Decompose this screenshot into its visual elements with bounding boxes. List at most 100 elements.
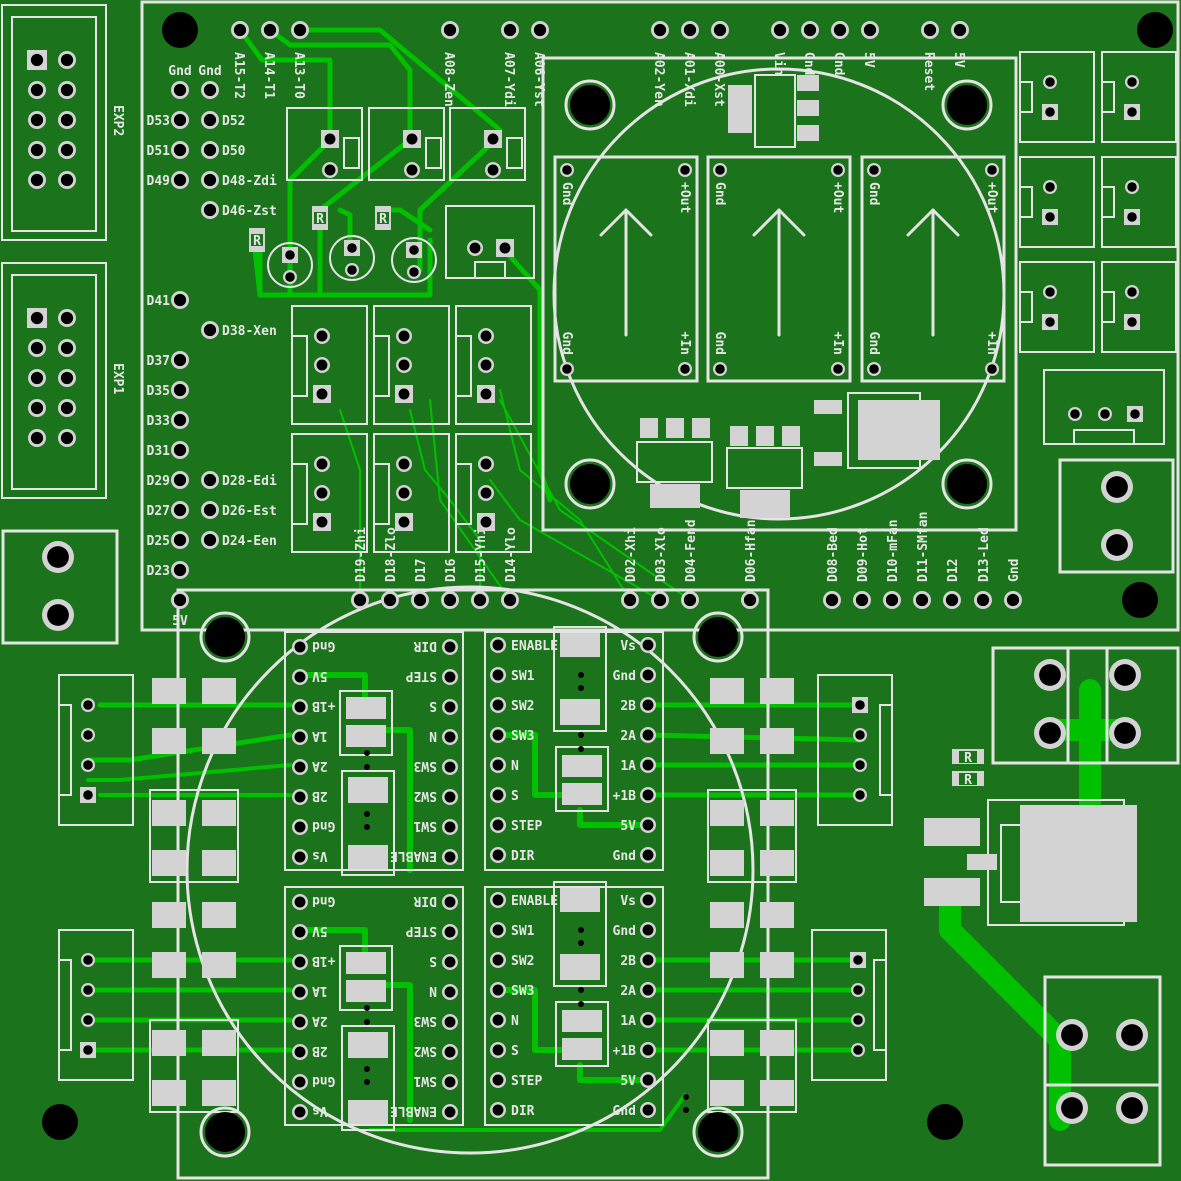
left-pin-label: D35 [147,384,170,399]
driver-right-label: Gnd [312,1073,335,1088]
drill-hole [863,23,877,37]
drill-hole [409,267,419,277]
drill-hole [443,593,457,607]
left-pin-label: D53 [147,114,170,129]
driver-left-label: STEP [511,1074,542,1089]
smd-pad [710,902,744,928]
drill-hole [347,265,357,275]
drill-hole [480,487,492,499]
capacitor-pad [348,777,388,803]
trace [85,732,293,763]
resistor-label: R [316,212,324,227]
smd-pad [202,678,236,704]
drill-hole [263,23,277,37]
smd-pad [650,484,700,508]
connector-key [425,137,442,169]
drill-hole [825,593,839,607]
dcdc-module-outline [553,155,699,383]
driver-outline [284,631,464,871]
drill-hole [1045,212,1055,222]
drill-hole [1127,317,1137,327]
drill-hole [444,896,456,908]
driver-left-label: DIR [413,893,437,908]
capacitor-outline [391,237,437,283]
drill-hole [683,23,697,37]
drill-hole [294,791,306,803]
gnd-label: Gnd [866,332,881,355]
drill-hole [1061,1024,1083,1046]
connector-key [1019,291,1033,323]
drill-hole [285,250,295,260]
drill-hole [173,413,187,427]
via [683,1107,689,1113]
top-pin-label: A06-Yst [531,52,546,107]
drill-hole [492,639,504,651]
drill-hole [294,1106,306,1118]
drill-hole [83,985,93,995]
drill-hole [642,849,654,861]
bottom-pin-label: D08-Bed [826,527,841,582]
drill-hole [398,330,410,342]
drill-hole [294,851,306,863]
drill-hole [398,516,410,528]
drill-hole [444,956,456,968]
left-pin-label: D37 [147,354,170,369]
drill-hole [683,593,697,607]
connector-key [1019,81,1033,113]
drill-hole [642,1074,654,1086]
capacitor-outline [329,235,375,281]
smd-pad [202,850,236,876]
drill-hole [487,133,499,145]
drill-hole [533,23,547,37]
drill-hole [83,700,93,710]
capacitor-outline [553,626,607,732]
arrow-icon [906,208,960,237]
bottom-pin-label: D14-Ylo [504,527,519,582]
mounting-hole [1137,12,1173,48]
left-pin-label: D28-Edi [222,474,277,489]
mosfet-pad [967,854,997,870]
smd-pad [760,800,794,826]
smd-pad [692,418,710,438]
drill-hole [294,1076,306,1088]
driver-left-label: SW2 [511,699,534,714]
gnd-label: Gnd [198,64,221,79]
driver-left-label: ENABLE [511,894,558,909]
connector-key [873,959,887,1051]
trace [252,237,433,298]
drill-hole [1130,409,1140,419]
drill-hole [492,1044,504,1056]
drill-hole [853,1015,863,1025]
bottom-pin-label: D13-Led [977,527,992,582]
driver-right-label: +1B [613,789,637,804]
drill-hole [353,593,367,607]
connector-key [373,463,390,525]
drill-hole [653,593,667,607]
connector-key [455,463,472,525]
drill-hole [492,789,504,801]
drill-hole [60,53,74,67]
drill-hole [855,760,865,770]
drill-hole [855,790,865,800]
drill-hole [1070,409,1080,419]
top-pin-label: A15-T2 [231,52,246,99]
drill-hole [173,173,187,187]
drill-hole [444,926,456,938]
smd-pad [152,728,186,754]
smd-pad [152,902,186,928]
drill-hole [642,1014,654,1026]
drill-hole [398,359,410,371]
smd-pad [152,850,186,876]
fan-outline-lower [185,585,755,1155]
capacitor-pad [560,954,600,980]
smd-pad [760,952,794,978]
left-pin-label: D24-Een [222,534,277,549]
stepper-driver-2: ENABLEVsSW1GndSW22BSW32AN1AS+1BSTEP5VDIR… [284,631,464,876]
drill-hole [885,593,899,607]
bottom-pin-label: D15-Yhi [474,527,489,582]
via [578,940,584,946]
trace [337,207,353,243]
drill-hole [480,516,492,528]
regulator-pad [797,125,819,141]
driver-outline [484,631,664,871]
